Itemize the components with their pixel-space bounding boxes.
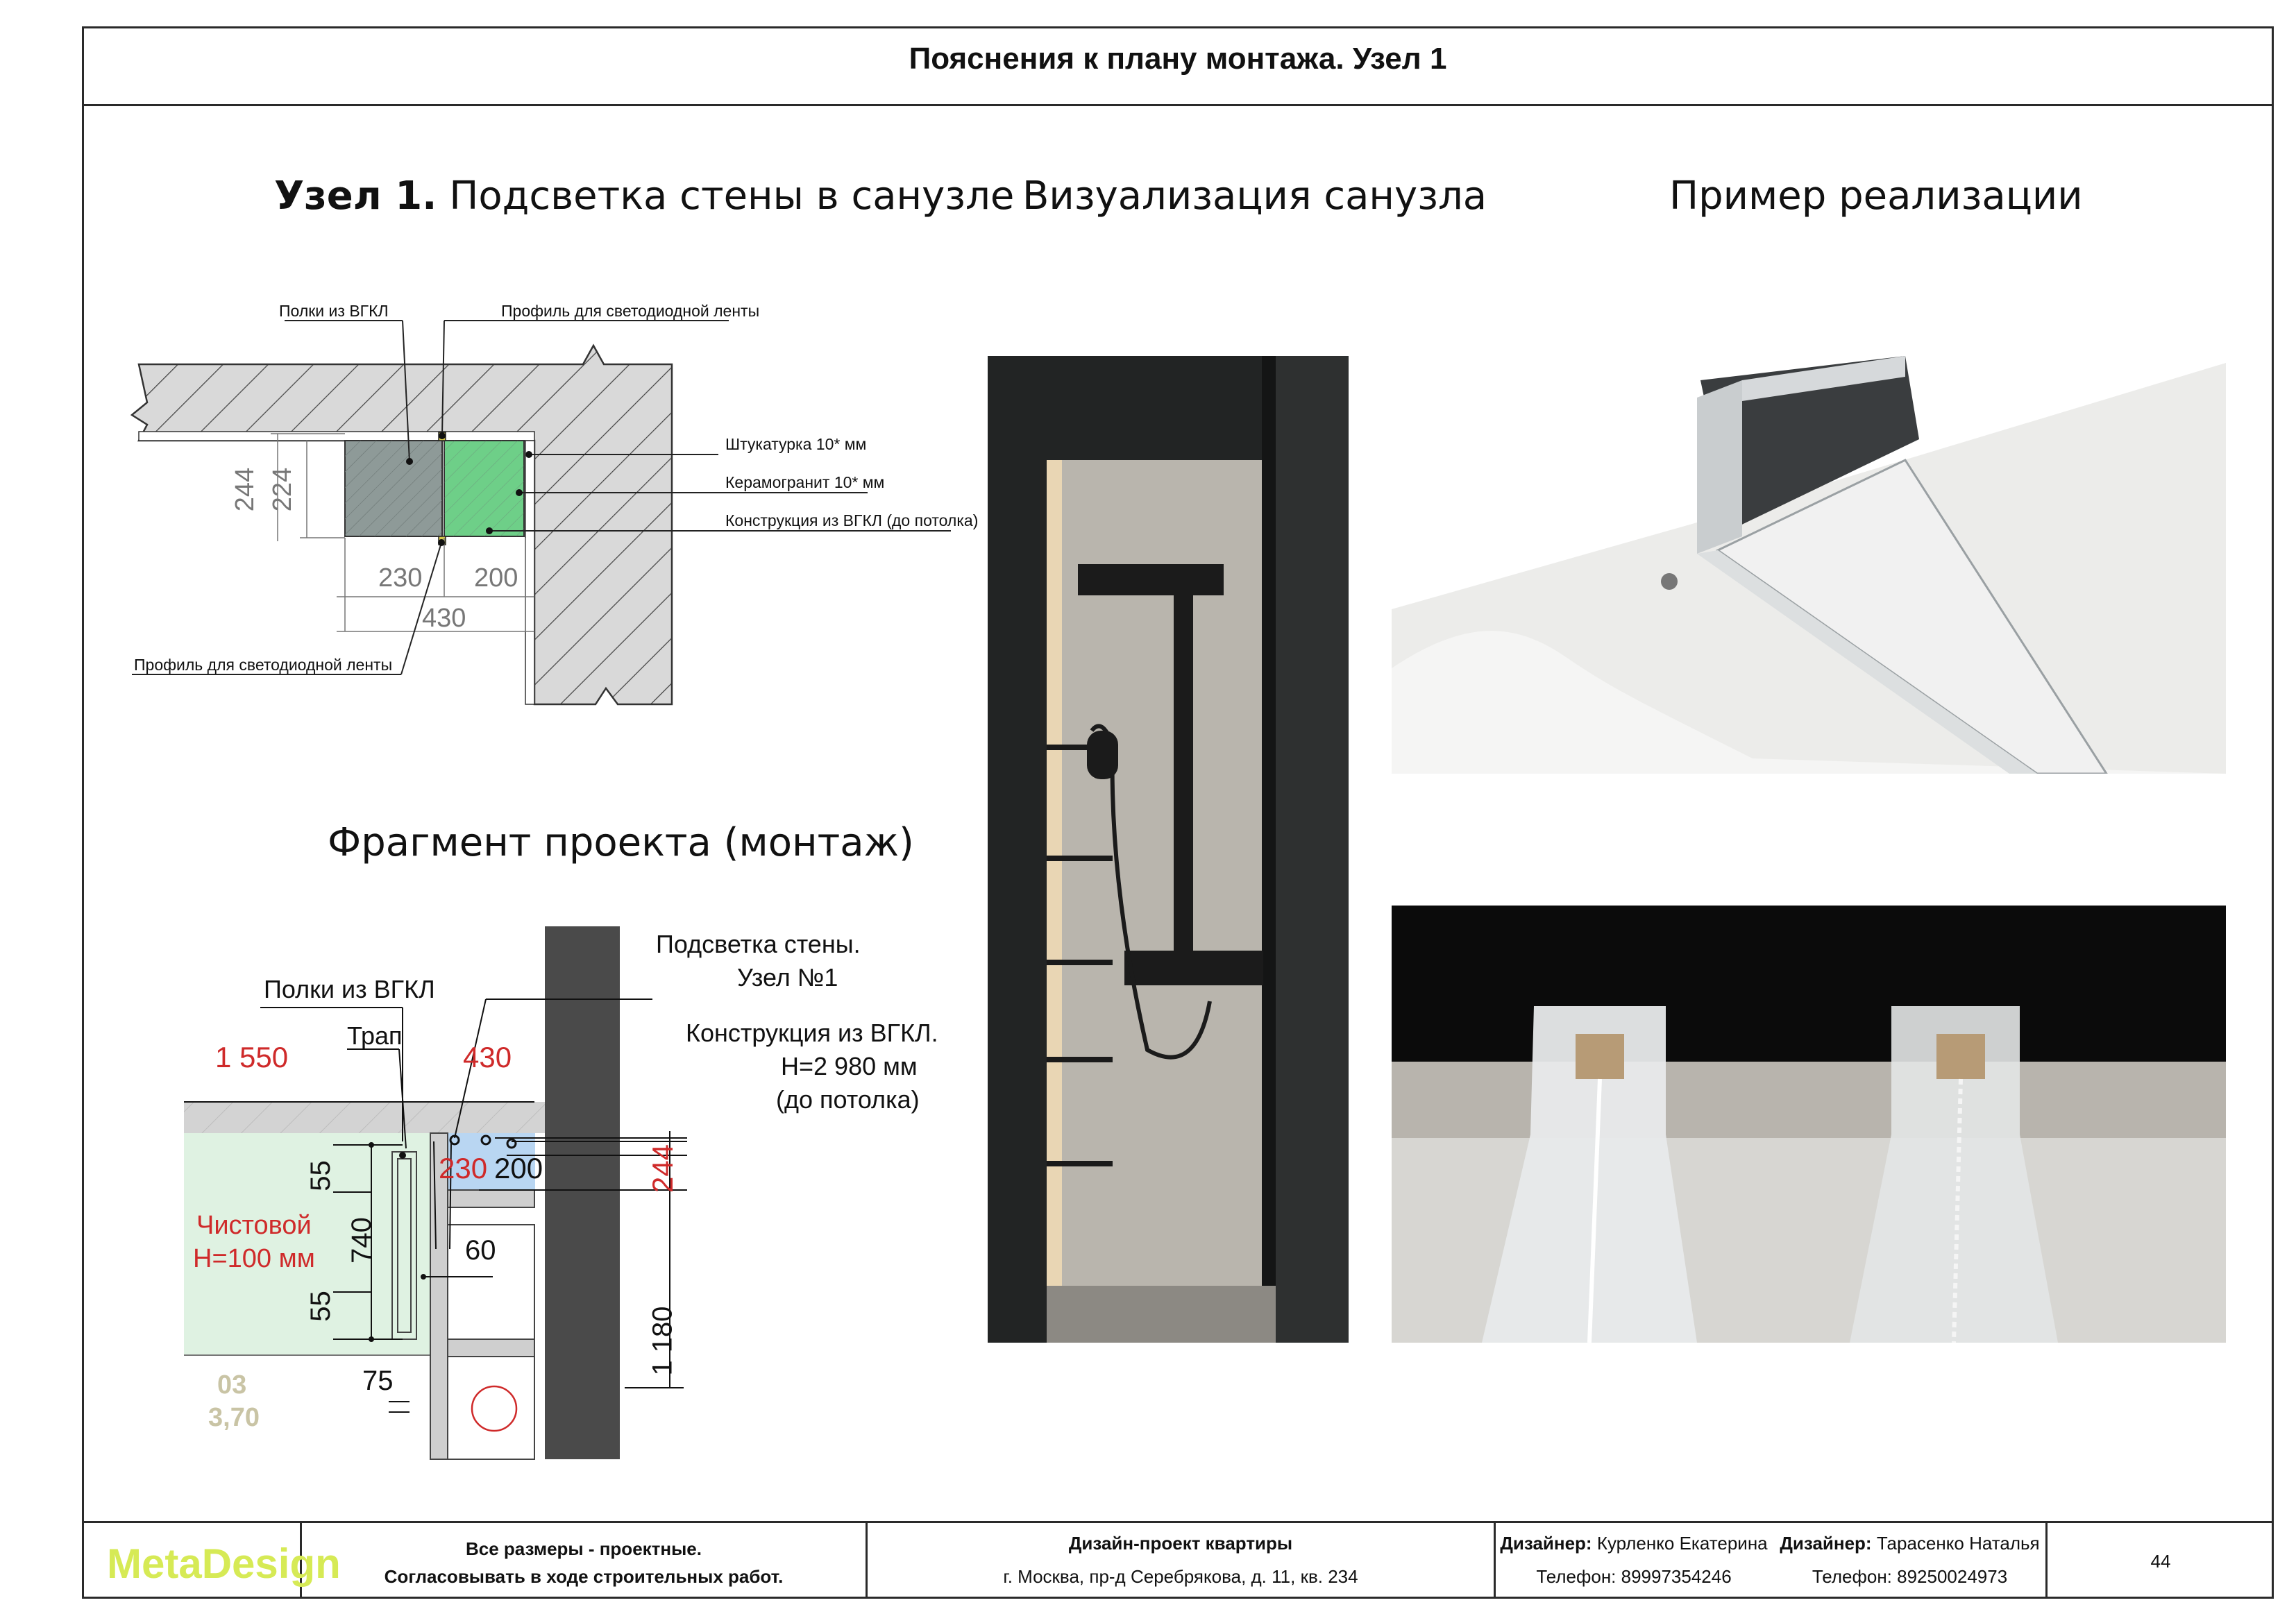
label-construction-3: (до потолка) [776, 1085, 920, 1114]
footer-note-cell: Все размеры - проектные. Согласовывать в… [302, 1523, 868, 1599]
dim-60: 60 [465, 1235, 496, 1266]
fragment-drawing [184, 926, 687, 1460]
dim-fragment-200: 200 [494, 1152, 543, 1184]
footer-designer-1-label: Дизайнер: [1500, 1533, 1592, 1554]
label-plaster: Штукатурка 10* мм [725, 435, 867, 453]
dim-740: 740 [346, 1217, 377, 1264]
dim-1180: 1 180 [647, 1306, 678, 1376]
footer-project-address: г. Москва, пр-д Серебрякова, д. 11, кв. … [1003, 1566, 1358, 1587]
header-divider [82, 104, 2274, 106]
footer-logo-cell: MetaDesign [82, 1523, 341, 1599]
label-fragment-shelves: Полки из ВГКЛ [264, 975, 435, 1003]
footer-phone-1: Телефон: 89997354246 [1536, 1566, 1732, 1587]
dim-55-bottom: 55 [305, 1291, 336, 1322]
footer-designer-2-name: Тарасенко Наталья [1871, 1533, 2040, 1554]
fragment-title: Фрагмент проекта (монтаж) [328, 820, 914, 865]
room-number: 03 [217, 1370, 247, 1400]
label-wall-light-2: Узел №1 [737, 963, 838, 992]
example-photo-profile-ceiling [1392, 314, 2226, 774]
label-construction-2: Н=2 980 мм [781, 1052, 918, 1080]
node-title-bold: Узел 1. [274, 173, 437, 219]
dim-1550: 1 550 [215, 1041, 289, 1073]
finish-floor-label: Чистовой [196, 1211, 312, 1240]
footer-project-title: Дизайн-проект квартиры [1068, 1533, 1293, 1554]
page-title: Пояснения к плану монтажа. Узел 1 [909, 42, 1447, 76]
footer-designers-cell: Дизайнер: Курленко Екатерина Телефон: 89… [1496, 1523, 2048, 1599]
label-wall-light-1: Подсветка стены. [656, 930, 861, 958]
label-drain: Трап [347, 1021, 403, 1050]
dim-430: 430 [422, 604, 466, 633]
dim-200: 200 [474, 563, 518, 593]
label-construction: Конструкция из ВГКЛ (до потолка) [725, 511, 979, 529]
page-number: 44 [2150, 1551, 2171, 1572]
finish-floor-height: Н=100 мм [193, 1244, 315, 1273]
dim-230: 230 [378, 563, 423, 593]
example-title: Пример реализации [1669, 173, 2083, 219]
dim-224: 224 [268, 467, 298, 512]
dim-244: 244 [230, 467, 260, 512]
footer-note-line-2: Согласовывать в ходе строительных работ. [384, 1566, 784, 1587]
room-area: 3,70 [208, 1403, 260, 1432]
example-profile-illustration [1392, 314, 2226, 774]
footer-designer-1-name: Курленко Екатерина [1592, 1533, 1768, 1554]
footer-phone-2: Телефон: 89250024973 [1812, 1566, 2008, 1587]
dim-fragment-244: 244 [646, 1144, 679, 1193]
label-construction-1: Конструкция из ВГКЛ. [686, 1019, 938, 1047]
dim-fragment-230: 230 [439, 1152, 488, 1184]
label-led-profile-top: Профиль для светодиодной ленты [501, 302, 760, 320]
bathroom-visualization-photo [988, 356, 1349, 1343]
page-frame [82, 26, 2274, 1599]
node-title: Узел 1. Подсветка стены в санузле [274, 173, 1014, 219]
visualization-title: Визуализация санузла [1022, 173, 1487, 219]
brand-logo: MetaDesign [107, 1540, 341, 1587]
dim-55-top: 55 [305, 1160, 336, 1191]
bathroom-visualization-illustration [988, 356, 1349, 1343]
detail-drawing [130, 320, 951, 706]
example-led-illustration [1392, 906, 2226, 1343]
example-photo-led-profiles [1392, 906, 2226, 1343]
node-title-rest: Подсветка стены в санузле [437, 173, 1015, 219]
footer-project-cell: Дизайн-проект квартиры г. Москва, пр-д С… [868, 1523, 1496, 1599]
footer-designer-2: Дизайнер: Тарасенко Наталья [1772, 1533, 2048, 1554]
dim-75: 75 [362, 1366, 394, 1396]
footer-designer-2-label: Дизайнер: [1780, 1533, 1872, 1554]
label-ceramic: Керамогранит 10* мм [725, 473, 885, 491]
footer-designer-1: Дизайнер: Курленко Екатерина [1496, 1533, 1772, 1554]
label-shelves-vgkl: Полки из ВГКЛ [279, 302, 389, 320]
footer: MetaDesign Все размеры - проектные. Согл… [82, 1521, 2274, 1599]
footer-note-line-1: Все размеры - проектные. [465, 1538, 702, 1559]
label-led-profile-bottom: Профиль для светодиодной ленты [134, 656, 393, 674]
footer-page-cell: 44 [2048, 1523, 2274, 1599]
dim-fragment-430: 430 [463, 1041, 512, 1073]
